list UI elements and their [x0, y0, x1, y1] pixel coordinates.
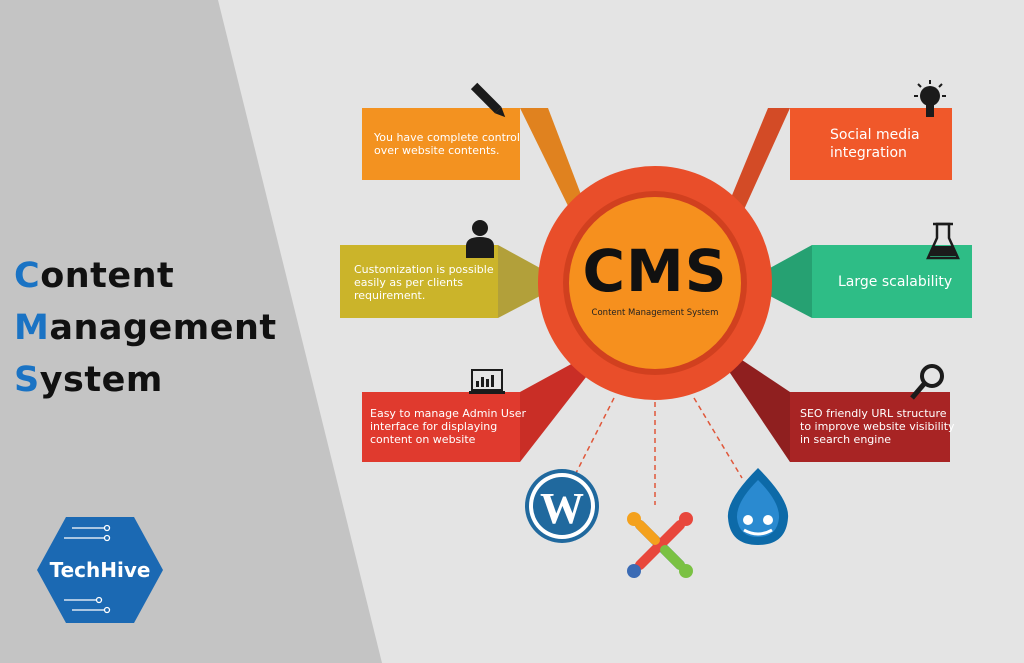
page-title: Content Management System — [14, 250, 277, 406]
monitor-chart-icon — [469, 369, 505, 394]
hub-inner-circle — [569, 197, 741, 369]
feature-bottom-right-text: SEO friendly URL structure to improve we… — [800, 407, 955, 446]
box-top-right — [790, 108, 952, 180]
feature-line: content on website — [370, 433, 476, 446]
title-line-system: System — [14, 354, 277, 406]
feature-line: requirement. — [354, 289, 426, 302]
title-line-management: Management — [14, 302, 277, 354]
connector-bottom-left — [520, 362, 590, 462]
title-cap-m: M — [14, 308, 50, 348]
techhive-hexagon — [37, 517, 163, 623]
title-cap-s: S — [14, 360, 40, 400]
box-top-left — [362, 108, 520, 180]
box-bottom-right — [790, 392, 950, 462]
feature-line: easily as per clients — [354, 276, 464, 289]
connector-top-left — [520, 108, 585, 214]
pencil-icon — [470, 82, 506, 118]
left-panel — [0, 0, 382, 663]
lightbulb-icon — [914, 80, 946, 117]
feature-line: to improve website visibility — [800, 420, 955, 433]
box-bottom-left — [362, 392, 520, 462]
feature-line: in search engine — [800, 433, 892, 446]
feature-line: SEO friendly URL structure — [800, 407, 947, 420]
feature-line: Customization is possible — [354, 263, 494, 276]
flask-icon — [926, 222, 960, 260]
hub-title: CMS — [582, 237, 728, 305]
feature-line: You have complete control — [374, 131, 520, 144]
connector-bottom-right — [728, 360, 790, 462]
feature-bottom-left-text: Easy to manage Admin User interface for … — [370, 407, 526, 446]
feature-mid-right-text: Large scalability — [838, 273, 952, 291]
feature-line: over website contents. — [374, 144, 500, 157]
feature-line: Social media — [830, 127, 920, 143]
circuit-lines — [64, 524, 111, 614]
connector-mid-left — [498, 245, 540, 318]
feature-line: Easy to manage Admin User — [370, 407, 527, 420]
hub-subtitle: Content Management System — [591, 308, 719, 318]
feature-line: interface for displaying — [370, 420, 498, 433]
dashed-line-wordpress — [574, 397, 615, 476]
feature-top-left-text: You have complete control over website c… — [374, 131, 520, 157]
feature-top-right-text: Social media integration — [830, 126, 920, 162]
feature-mid-left-text: Customization is possible easily as per … — [354, 263, 494, 302]
title-rest-management: anagement — [49, 308, 277, 348]
title-cap-c: C — [14, 256, 41, 296]
magnifier-icon — [910, 364, 944, 400]
feature-line: Large scalability — [838, 274, 953, 290]
dashed-line-drupal — [693, 397, 743, 479]
techhive-logo-text: TechHive — [49, 558, 151, 582]
title-rest-system: ystem — [39, 360, 163, 400]
joomla-logo-icon — [627, 512, 693, 578]
connector-top-right — [728, 108, 790, 214]
connector-mid-right — [770, 245, 812, 318]
title-line-content: Content — [14, 250, 277, 302]
person-icon — [466, 220, 494, 258]
wordpress-logo-icon: W — [525, 469, 599, 543]
feature-line: integration — [830, 145, 907, 161]
svg-text:W: W — [540, 484, 584, 533]
title-rest-content: ontent — [40, 256, 175, 296]
drupal-logo-icon — [727, 468, 789, 545]
